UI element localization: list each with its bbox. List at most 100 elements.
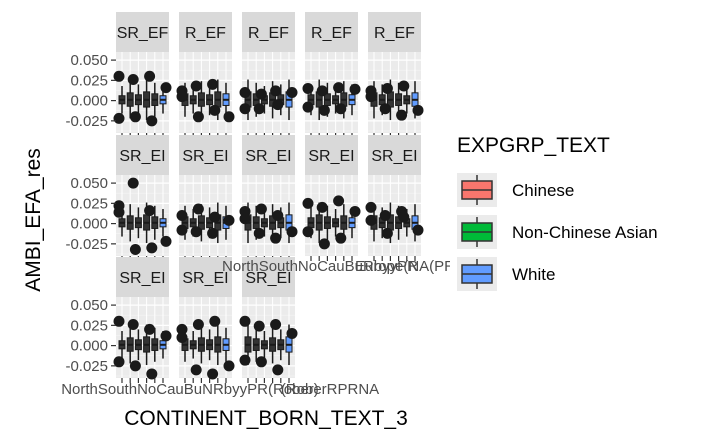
outlier-point	[253, 320, 265, 332]
outlier-point	[192, 203, 204, 215]
facet-strip-label: R_EF	[311, 25, 352, 42]
outlier-point	[365, 91, 377, 103]
outlier-point	[113, 112, 125, 124]
outlier-point	[272, 99, 284, 111]
outlier-point	[396, 109, 408, 121]
facet-strip	[242, 12, 295, 52]
facet-strip	[368, 12, 421, 52]
facet-strip-label: R_EF	[248, 25, 289, 42]
facet-strip	[305, 12, 358, 52]
outlier-point	[381, 227, 393, 239]
outlier-point	[113, 356, 125, 368]
outlier-point	[253, 227, 265, 239]
outlier-point	[223, 360, 235, 372]
outlier-point	[333, 195, 345, 207]
outlier-point	[272, 210, 284, 221]
outlier-point	[398, 211, 410, 223]
outlier-point	[192, 319, 204, 331]
outlier-point	[239, 354, 251, 366]
facet-strip-label: SR_EI	[119, 270, 165, 287]
facet-strip-label: R_EF	[185, 25, 226, 42]
outlier-point	[127, 177, 139, 189]
outlier-point	[209, 315, 221, 327]
y-tick-label: -0.025	[65, 236, 108, 253]
outlier-point	[192, 111, 204, 123]
outlier-point	[144, 323, 156, 335]
facet-strip	[179, 257, 232, 297]
panel-background	[116, 297, 169, 378]
facet-strip-label: SR_EI	[245, 148, 291, 165]
y-tick-label: -0.025	[65, 113, 108, 130]
outlier-point	[270, 85, 282, 97]
outlier-point	[255, 203, 267, 215]
outlier-point	[146, 115, 158, 127]
facet-panel: SR_EF	[113, 12, 172, 138]
facet-panel: SR_EI	[176, 257, 235, 383]
outlier-point	[176, 210, 188, 221]
x-tick-label-row1: Europe(NA(PR	[355, 258, 455, 275]
facet-strip-label: SR_EI	[371, 148, 417, 165]
facet-strip-label: SR_EI	[308, 148, 354, 165]
y-tick-label: 0.000	[70, 93, 108, 110]
outlier-point	[176, 323, 188, 335]
outlier-point	[349, 83, 361, 95]
outlier-point	[302, 82, 314, 94]
panel-background	[116, 175, 169, 256]
outlier-point	[270, 319, 282, 331]
y-tick-label: 0.025	[70, 317, 108, 334]
outlier-point	[209, 211, 221, 223]
outlier-point	[272, 364, 284, 376]
outlier-point	[239, 213, 251, 225]
outlier-point	[379, 103, 391, 115]
outlier-point	[190, 364, 202, 376]
facet-strip	[179, 135, 232, 175]
outlier-point	[365, 214, 377, 226]
outlier-point	[113, 70, 125, 82]
outlier-point	[318, 238, 330, 250]
outlier-point	[398, 80, 410, 92]
outlier-point	[412, 104, 424, 116]
x-tick-label-bottom: NorthSouthNoCauBuNRbyyPR(Rober)	[61, 381, 319, 398]
facet-strip-label: SR_EI	[182, 270, 228, 287]
outlier-point	[129, 360, 141, 372]
outlier-point	[286, 87, 298, 98]
panel-background	[179, 175, 232, 256]
legend-title: EXPGRP_TEXT	[457, 134, 610, 157]
y-tick-label: 0.000	[70, 338, 108, 355]
outlier-point	[379, 210, 391, 221]
outlier-point	[129, 244, 141, 256]
outlier-point	[160, 82, 172, 94]
panel-background	[179, 297, 232, 378]
facet-panel: R_EF	[239, 12, 298, 138]
outlier-point	[190, 226, 202, 238]
legend-key: Non-Chinese Asian	[457, 215, 658, 249]
legend-label: White	[512, 265, 555, 284]
outlier-point	[207, 227, 219, 239]
outlier-point	[176, 332, 188, 343]
outlier-point	[302, 101, 314, 113]
outlier-point	[286, 327, 298, 339]
outlier-point	[160, 235, 172, 247]
outlier-point	[316, 201, 328, 213]
y-tick-label: 0.050	[70, 175, 108, 192]
facet-panels: SR_EF R_EF R_EF R_EF R_EF SR_EI SR_EI SR_EI SR_E…	[113, 12, 424, 383]
outlier-point	[255, 88, 267, 100]
facet-panel: SR_EI	[239, 257, 298, 383]
panel-background	[305, 52, 358, 133]
outlier-point	[113, 315, 125, 327]
outlier-point	[146, 242, 158, 254]
x-tick-labels: NorthSouthNoCauBuRbyyPREurope(NA(PRNorth…	[61, 258, 455, 398]
facet-strip	[116, 257, 169, 297]
outlier-point	[412, 224, 424, 236]
outlier-point	[381, 82, 393, 94]
facet-strip	[305, 135, 358, 175]
outlier-point	[127, 74, 139, 86]
facet-panel: SR_EI	[113, 135, 172, 261]
facet-strip-label: SR_EI	[245, 270, 291, 287]
outlier-point	[223, 111, 235, 123]
outlier-point	[127, 319, 139, 331]
outlier-point	[223, 214, 235, 226]
facet-panel: R_EF	[365, 12, 424, 138]
